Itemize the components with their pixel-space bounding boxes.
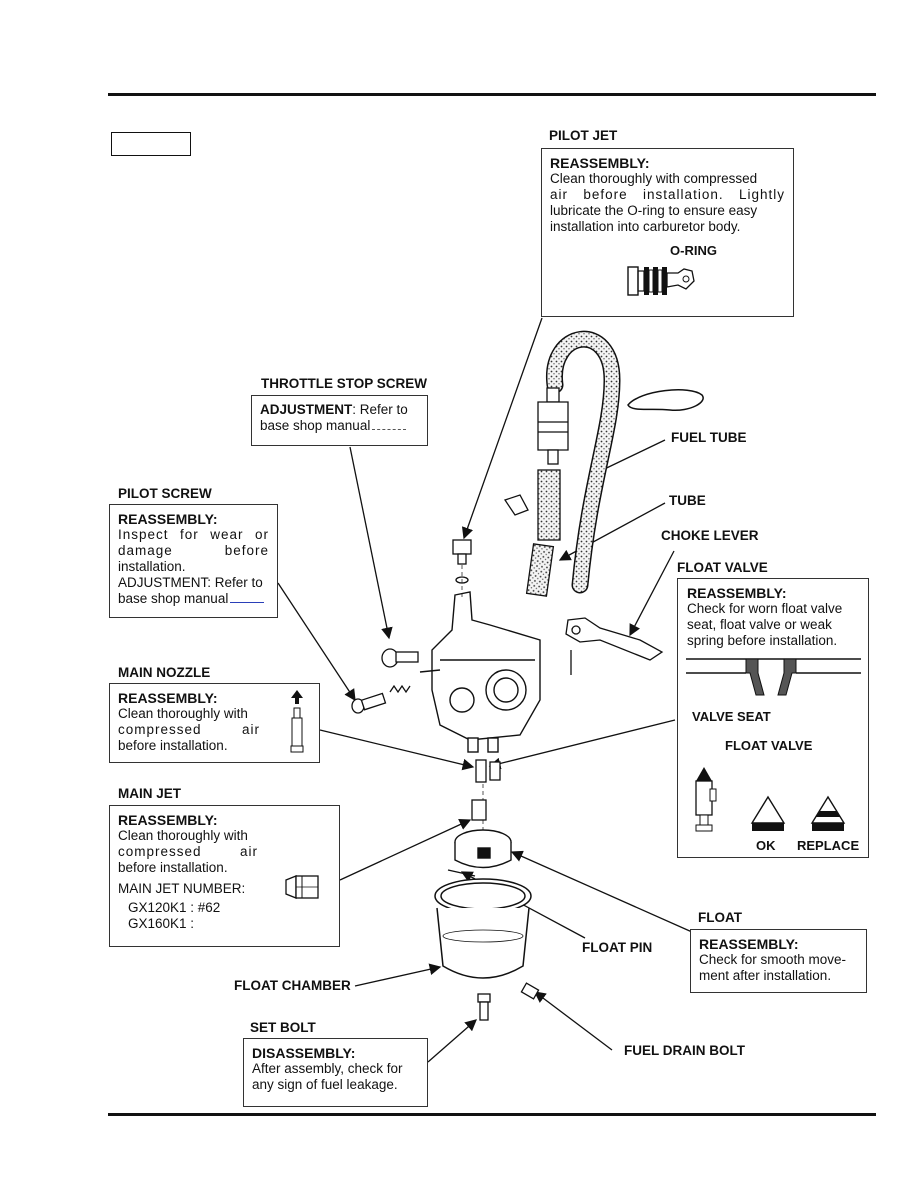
set-bolt-line-1: After assembly, check for bbox=[252, 1061, 403, 1076]
pilot-screw-line-1: Inspect for wear or bbox=[118, 527, 269, 542]
throttle-manual-page-blank bbox=[372, 429, 407, 430]
float-line-1: Check for smooth move- bbox=[699, 952, 847, 967]
float-label: FLOAT bbox=[698, 910, 742, 925]
section-tag-box bbox=[111, 132, 191, 156]
pilot-screw-label: PILOT SCREW bbox=[118, 486, 212, 501]
throttle-adjustment-heading: ADJUSTMENT bbox=[260, 402, 353, 417]
float-valve-line-1: Check for worn float valve bbox=[687, 601, 843, 616]
throttle-manual-text: base shop manual bbox=[260, 418, 371, 433]
float-valve-label: FLOAT VALVE bbox=[677, 560, 768, 575]
main-nozzle-heading: REASSEMBLY: bbox=[118, 690, 218, 706]
throttle-stop-screw-box: ADJUSTMENT: Refer to base shop manual bbox=[251, 395, 428, 446]
main-jet-number-title: MAIN JET NUMBER: bbox=[118, 881, 246, 896]
valve-seat-diagram bbox=[686, 658, 861, 696]
main-jet-number-1: GX120K1 : #62 bbox=[128, 900, 221, 915]
fuel-tube-label: FUEL TUBE bbox=[671, 430, 747, 445]
set-bolt-label: SET BOLT bbox=[250, 1020, 316, 1035]
set-bolt-box: DISASSEMBLY: After assembly, check for a… bbox=[243, 1038, 428, 1107]
throttle-stop-screw-line-1: ADJUSTMENT: Refer to bbox=[260, 402, 419, 418]
choke-lever-label: CHOKE LEVER bbox=[661, 528, 759, 543]
tube-label: TUBE bbox=[669, 493, 706, 508]
throttle-stop-screw-line-2: base shop manual bbox=[260, 418, 419, 434]
set-bolt-heading: DISASSEMBLY: bbox=[252, 1045, 356, 1061]
pilot-jet-box: REASSEMBLY: Clean thoroughly with compre… bbox=[541, 148, 794, 317]
top-rule bbox=[108, 93, 876, 96]
set-bolt-line-2: any sign of fuel leakage. bbox=[252, 1077, 398, 1092]
replace-label: REPLACE bbox=[797, 838, 860, 853]
pilot-screw-manual-page-link[interactable] bbox=[230, 602, 265, 603]
bottom-rule bbox=[108, 1113, 876, 1116]
pilot-screw-line-4: ADJUSTMENT: Refer to bbox=[118, 575, 263, 590]
throttle-stop-screw-label: THROTTLE STOP SCREW bbox=[261, 376, 428, 391]
main-nozzle-icon bbox=[290, 690, 304, 753]
main-nozzle-line-3: before installation. bbox=[118, 738, 228, 753]
pilot-jet-o-ring-icon bbox=[627, 266, 695, 296]
main-jet-label: MAIN JET bbox=[118, 786, 182, 801]
pilot-screw-manual-text: base shop manual bbox=[118, 591, 229, 606]
replace-tip-icon bbox=[810, 795, 846, 831]
float-chamber-label: FLOAT CHAMBER bbox=[234, 978, 351, 993]
main-jet-line-3: before installation. bbox=[118, 860, 228, 875]
pilot-jet-label: PILOT JET bbox=[549, 128, 618, 143]
main-jet-heading: REASSEMBLY: bbox=[118, 812, 218, 828]
main-jet-icon bbox=[285, 875, 319, 899]
float-valve-heading: REASSEMBLY: bbox=[687, 585, 787, 601]
main-jet-number-2: GX160K1 : bbox=[128, 916, 195, 931]
float-valve-line-2: seat, float valve or weak bbox=[687, 617, 832, 632]
main-nozzle-line-1: Clean thoroughly with bbox=[118, 706, 248, 721]
pilot-screw-line-3: installation. bbox=[118, 559, 186, 574]
pilot-screw-line-5: base shop manual bbox=[118, 591, 269, 607]
float-pin-label: FLOAT PIN bbox=[582, 940, 653, 955]
throttle-adjustment-text: : Refer to bbox=[352, 402, 408, 417]
main-jet-line-2: compressed air bbox=[118, 844, 258, 859]
float-box: REASSEMBLY: Check for smooth move- ment … bbox=[690, 929, 867, 993]
valve-seat-label: VALVE SEAT bbox=[692, 709, 771, 724]
pilot-screw-heading: REASSEMBLY: bbox=[118, 511, 218, 527]
main-nozzle-box: REASSEMBLY: Clean thoroughly with compre… bbox=[109, 683, 320, 763]
float-heading: REASSEMBLY: bbox=[699, 936, 799, 952]
pilot-jet-line-3: lubricate the O-ring to ensure easy bbox=[550, 203, 758, 218]
o-ring-label: O-RING bbox=[670, 243, 717, 258]
float-valve-line-3: spring before installation. bbox=[687, 633, 838, 648]
pilot-screw-line-2: damage before bbox=[118, 543, 269, 558]
main-jet-line-1: Clean thoroughly with bbox=[118, 828, 248, 843]
main-nozzle-label: MAIN NOZZLE bbox=[118, 665, 211, 680]
float-valve-box: REASSEMBLY: Check for worn float valve s… bbox=[677, 578, 869, 858]
pilot-jet-line-1: Clean thoroughly with compressed bbox=[550, 171, 758, 186]
pilot-jet-line-4: installation into carburetor body. bbox=[550, 219, 741, 234]
float-valve-needle-icon bbox=[695, 767, 717, 832]
float-valve-inner-label: FLOAT VALVE bbox=[725, 738, 813, 753]
main-jet-box: REASSEMBLY: Clean thoroughly with compre… bbox=[109, 805, 340, 947]
fuel-drain-bolt-label: FUEL DRAIN BOLT bbox=[624, 1043, 745, 1058]
ok-label: OK bbox=[756, 838, 776, 853]
pilot-screw-box: REASSEMBLY: Inspect for wear or damage b… bbox=[109, 504, 278, 618]
ok-tip-icon bbox=[750, 795, 786, 831]
pilot-jet-line-2: air before installation. Lightly bbox=[550, 187, 785, 202]
pilot-jet-heading: REASSEMBLY: bbox=[550, 155, 650, 171]
float-line-2: ment after installation. bbox=[699, 968, 832, 983]
main-nozzle-line-2: compressed air bbox=[118, 722, 260, 737]
